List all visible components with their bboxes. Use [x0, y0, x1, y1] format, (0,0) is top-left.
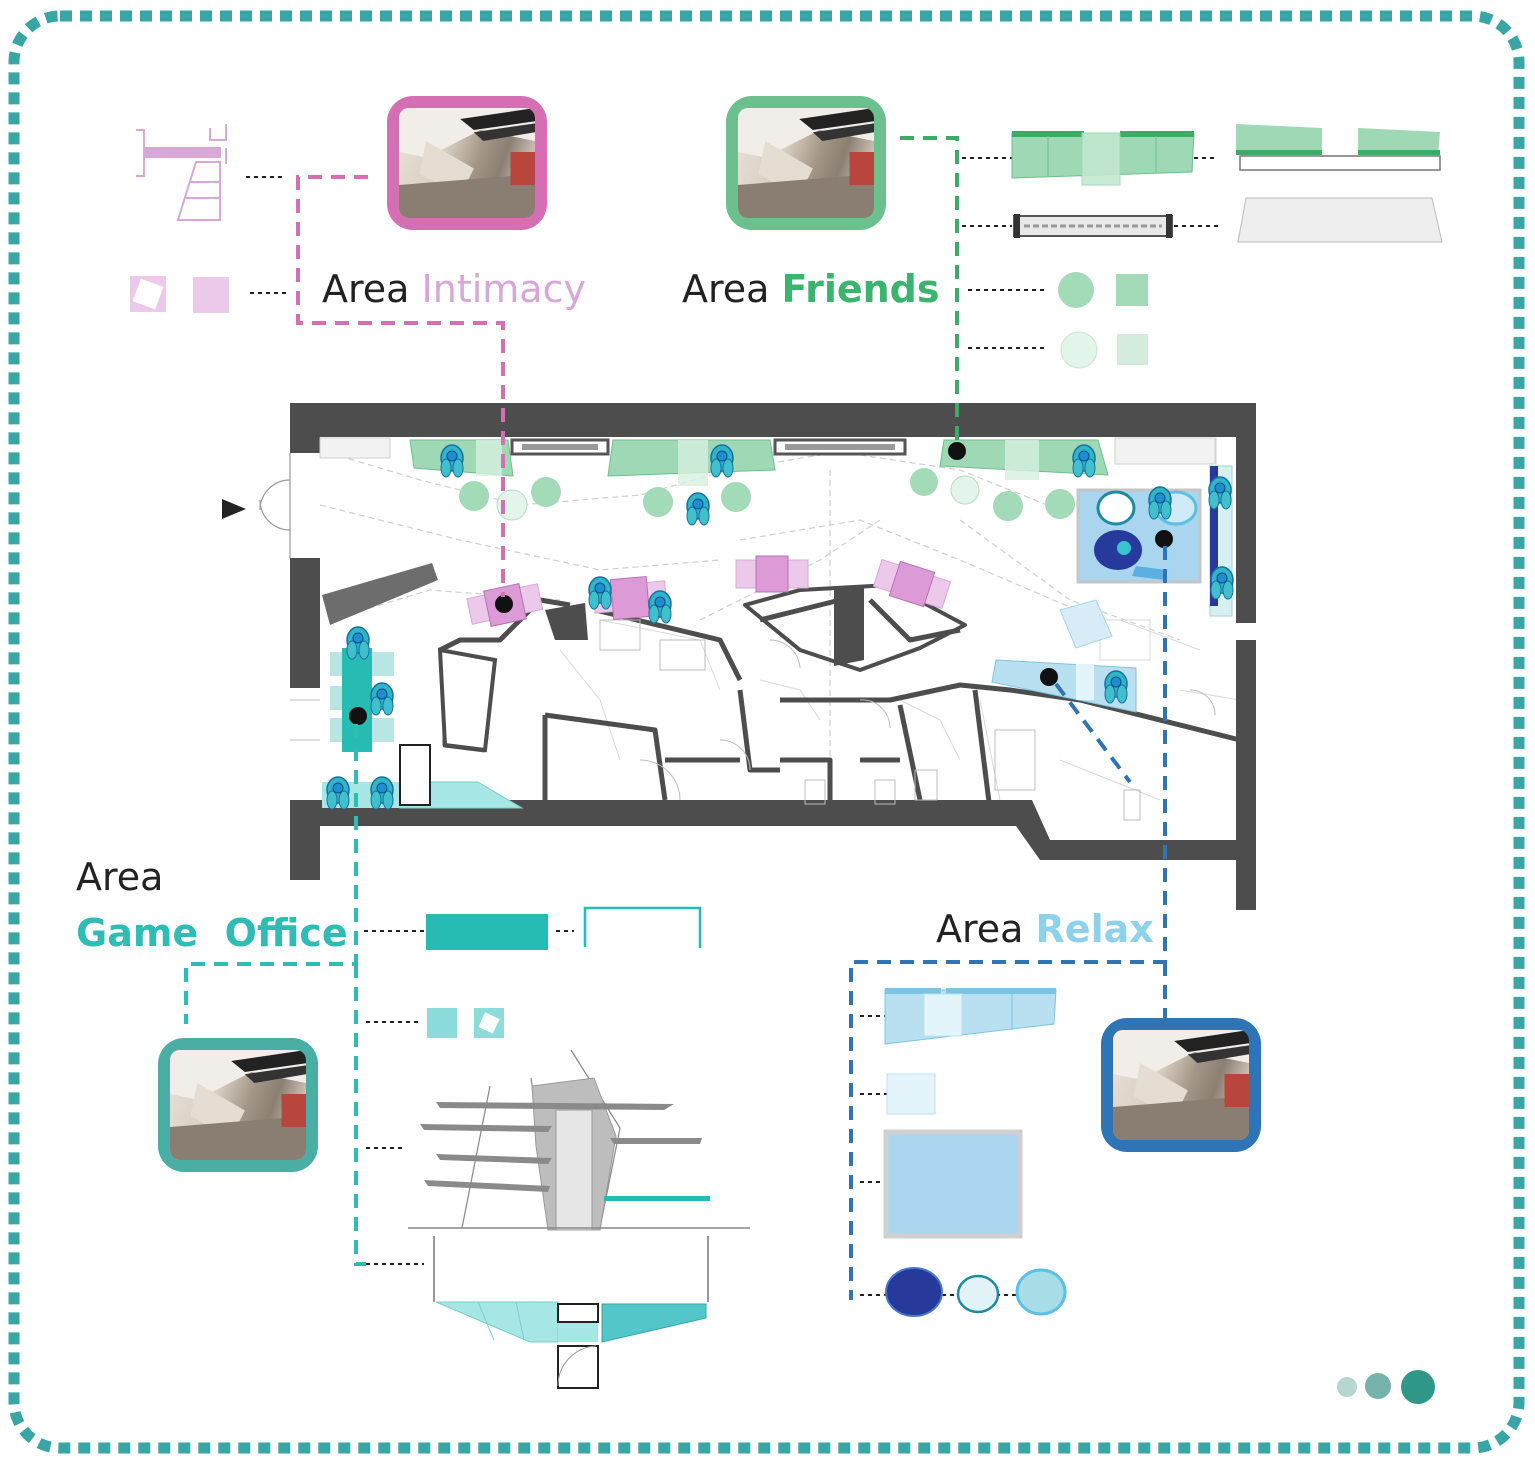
game-table-plan [426, 914, 548, 950]
intimacy-photo [387, 96, 547, 230]
relax-connector [849, 546, 1167, 1300]
outer-dashed-frame [8, 10, 1525, 1454]
friends-connector [900, 136, 959, 444]
area-game-office-prefix: Area [76, 855, 164, 899]
area-friends-label: Area Friends [682, 270, 939, 308]
game-table-elevation [583, 906, 702, 948]
intimacy-sofa-elevation [136, 124, 227, 221]
track-light-plan [1013, 214, 1173, 238]
relax-bench-connector [1054, 682, 1132, 784]
game-stool-icons [427, 1008, 504, 1038]
intimacy-seats [466, 555, 952, 627]
game-office-tree [354, 964, 366, 1266]
area-intimacy-prefix: Area [322, 267, 410, 311]
interior-photo-image [738, 108, 874, 218]
game-office-connector [184, 724, 358, 1024]
ceiling-track-2 [773, 438, 907, 456]
shelf-elevation [408, 1049, 750, 1231]
area-friends-prefix: Area [682, 267, 770, 311]
intimacy-stool-icons [130, 276, 229, 313]
floor-plan [222, 403, 1256, 910]
intimacy-connector [296, 175, 505, 597]
entrance-arrow-icon [222, 499, 246, 519]
interior-photo-image [170, 1050, 306, 1160]
track-light-section [1237, 197, 1443, 243]
area-game-office-name: Game Office [76, 911, 348, 955]
relax-zone [991, 465, 1233, 713]
friends-bench-section [1236, 124, 1441, 171]
friends-photo [726, 96, 886, 230]
area-intimacy-label: Area Intimacy [322, 270, 586, 308]
relax-pouf-icons [885, 1267, 1067, 1317]
relax-photo [1101, 1018, 1261, 1152]
pager-dots-icon [1337, 1370, 1435, 1404]
area-relax-prefix: Area [936, 907, 1024, 951]
interior-photo-image [1113, 1030, 1249, 1140]
relax-side-table [886, 1073, 936, 1115]
bench-plan-game [433, 1236, 709, 1389]
game-office-photo [158, 1038, 318, 1172]
friends-bench-plan [1011, 131, 1195, 186]
area-intimacy-name: Intimacy [421, 267, 586, 311]
relax-bench-plan [884, 988, 1057, 1045]
friends-stool-icons [1058, 272, 1148, 369]
relax-carpet [883, 1129, 1023, 1239]
interior-photo-image [399, 108, 535, 218]
area-relax-name: Relax [1035, 907, 1154, 951]
area-relax-label: Area Relax [936, 910, 1154, 948]
friends-benches [409, 439, 1109, 521]
ceiling-track-1 [510, 438, 610, 456]
area-friends-name: Friends [781, 267, 940, 311]
